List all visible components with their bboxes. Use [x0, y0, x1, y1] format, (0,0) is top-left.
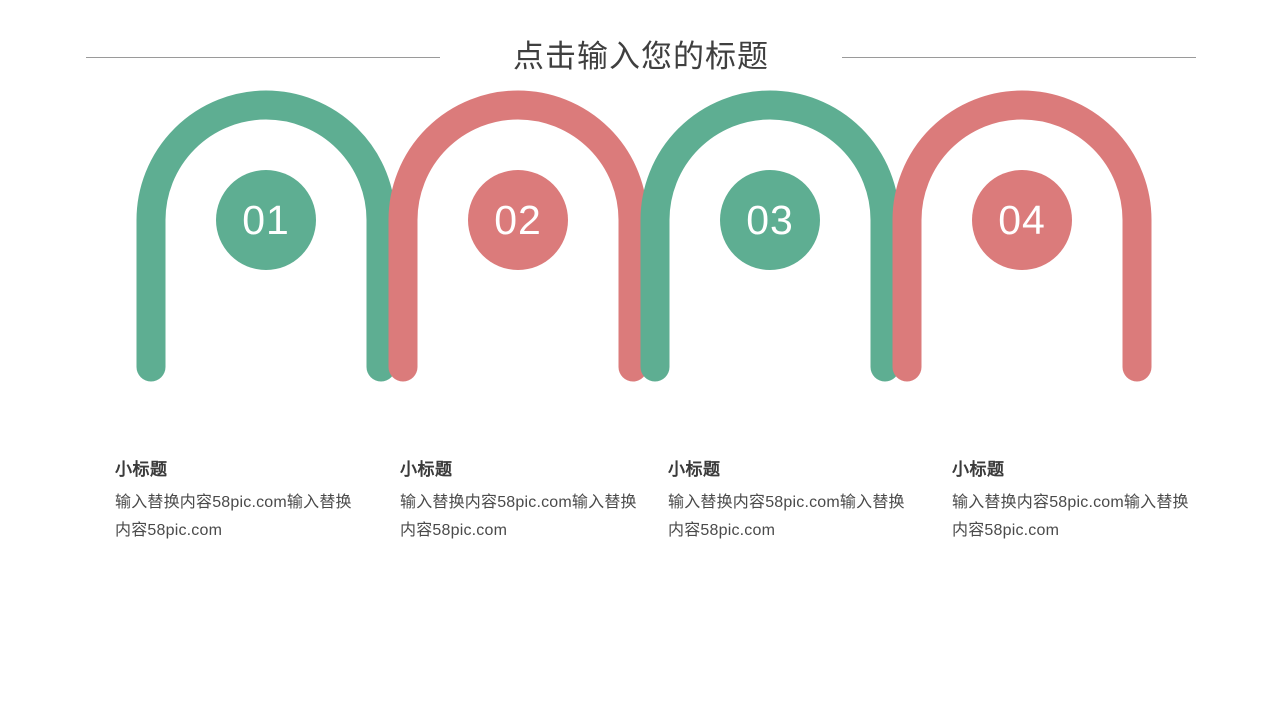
- page-title: 点击输入您的标题: [513, 39, 769, 74]
- arch-circle-2[interactable]: [468, 170, 568, 270]
- caption-row: 小标题 输入替换内容58pic.com输入替换内容58pic.com 小标题 输…: [0, 455, 1280, 585]
- header-rule-right: [842, 57, 1196, 58]
- arch-circle-1[interactable]: [216, 170, 316, 270]
- arch-path-2: [388, 90, 648, 382]
- arch-number-4: 04: [998, 197, 1046, 243]
- arch-number-2: 02: [494, 197, 542, 243]
- caption-body: 输入替换内容58pic.com输入替换内容58pic.com: [668, 494, 905, 539]
- caption-heading: 小标题: [400, 460, 453, 479]
- caption-heading: 小标题: [115, 460, 168, 479]
- arch-number-1: 01: [242, 197, 290, 243]
- header-rule-left: [86, 57, 440, 58]
- caption-heading: 小标题: [668, 460, 721, 479]
- caption-body: 输入替换内容58pic.com输入替换内容58pic.com: [400, 494, 637, 539]
- caption-heading: 小标题: [952, 460, 1005, 479]
- arch-path-1: [136, 90, 396, 382]
- caption-block-4: 小标题 输入替换内容58pic.com输入替换内容58pic.com: [952, 455, 1204, 545]
- slide-header: 点击输入您的标题: [0, 30, 1280, 86]
- arch-circle-3[interactable]: [720, 170, 820, 270]
- caption-block-2: 小标题 输入替换内容58pic.com输入替换内容58pic.com: [400, 455, 652, 545]
- caption-block-1: 小标题 输入替换内容58pic.com输入替换内容58pic.com: [115, 455, 367, 545]
- caption-block-3: 小标题 输入替换内容58pic.com输入替换内容58pic.com: [668, 455, 920, 545]
- arch-path-3: [640, 90, 900, 382]
- arch-number-3: 03: [746, 197, 794, 243]
- arch-circle-4[interactable]: [972, 170, 1072, 270]
- arch-path-4: [892, 90, 1152, 382]
- caption-body: 输入替换内容58pic.com输入替换内容58pic.com: [952, 494, 1189, 539]
- caption-body: 输入替换内容58pic.com输入替换内容58pic.com: [115, 494, 352, 539]
